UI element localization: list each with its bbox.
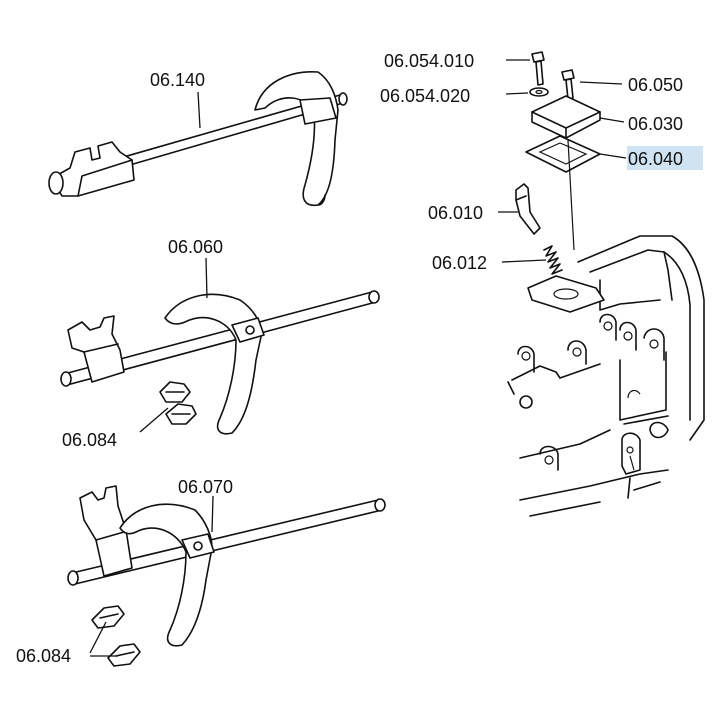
leader-06040 — [599, 153, 627, 159]
leader-06140 — [197, 91, 201, 129]
detent-spring — [543, 245, 563, 275]
leader-06012 — [501, 259, 547, 263]
leader-06070 — [211, 495, 214, 533]
shift-fork-shoe-middle — [159, 381, 197, 425]
callout-06012: 06.012 — [432, 253, 487, 273]
shift-rod-top — [48, 71, 348, 207]
callout-06140: 06.140 — [150, 70, 205, 90]
callout-06040: 06.040 — [628, 149, 683, 169]
shift-fork-shoe-bottom — [91, 605, 141, 667]
leader-06084-bottom-a — [89, 621, 107, 654]
callout-06060: 06.060 — [168, 237, 223, 257]
shift-rod-middle — [60, 290, 380, 435]
callout-06030: 06.030 — [628, 114, 683, 134]
leader-06054020 — [505, 92, 529, 95]
leader-06030 — [599, 117, 625, 123]
gearbox-housing — [507, 235, 705, 517]
callout-06040-highlight — [627, 146, 703, 170]
callout-06054010: 06.054.010 — [384, 51, 474, 71]
leader-06060 — [205, 257, 208, 299]
detent-pin — [515, 183, 541, 235]
cover-plate — [531, 95, 601, 139]
leader-06050 — [579, 81, 623, 85]
callout-06054020: 06.054.020 — [380, 86, 470, 106]
callout-06084-bottom: 06.084 — [16, 646, 71, 666]
gasket — [525, 135, 601, 173]
leader-06084-middle — [139, 407, 169, 433]
bolt-left — [531, 51, 545, 86]
bolt-right — [561, 69, 575, 100]
callout-06070: 06.070 — [178, 477, 233, 497]
shift-rod-bottom — [67, 485, 386, 647]
callout-06050: 06.050 — [628, 75, 683, 95]
assembly-guide-line — [567, 139, 575, 251]
callout-06010: 06.010 — [428, 203, 483, 223]
callout-06084-middle: 06.084 — [62, 430, 117, 450]
washer — [529, 87, 549, 97]
